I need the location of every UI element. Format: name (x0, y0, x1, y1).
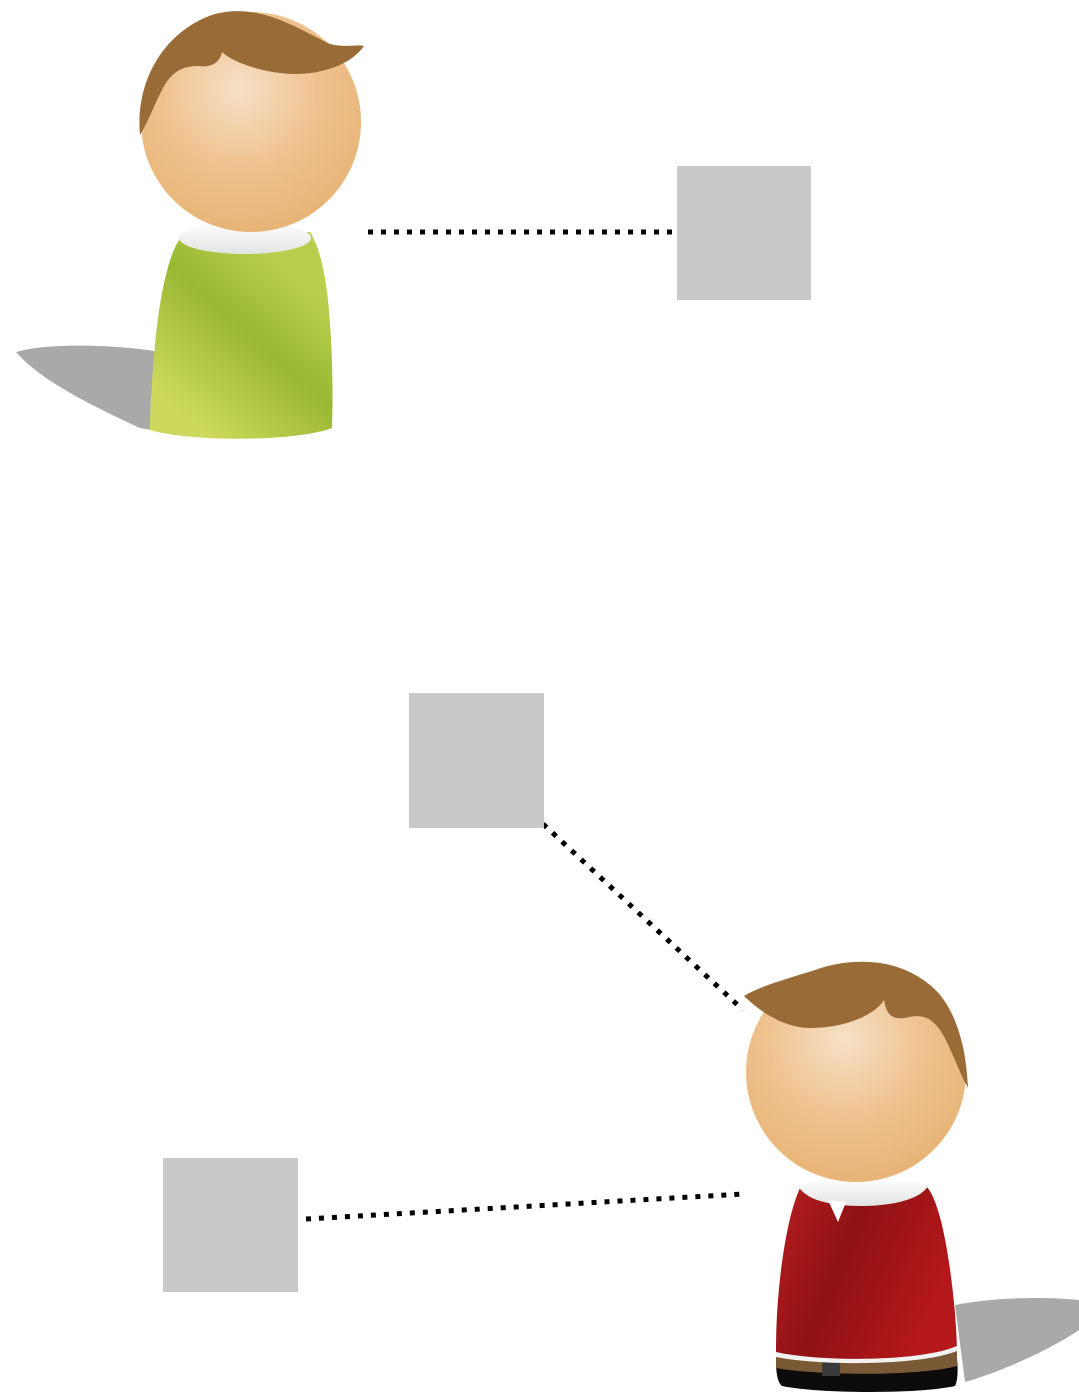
box-middle (409, 693, 544, 828)
shirt (150, 232, 333, 439)
collar (798, 1177, 928, 1206)
box-top-right (677, 166, 811, 300)
hair (139, 11, 364, 136)
shirt (776, 1186, 957, 1362)
hair (744, 961, 968, 1088)
person-green-icon (16, 11, 364, 439)
collar-tip (828, 1200, 846, 1222)
box-bottom-left (163, 1158, 298, 1292)
collar (179, 222, 311, 254)
connector-box-to-red (541, 822, 745, 1012)
shirt-trim (776, 1346, 957, 1364)
shadow (955, 1297, 1079, 1382)
person-red-icon (744, 961, 1079, 1392)
connector-box-bottom-to-red (305, 1191, 744, 1222)
